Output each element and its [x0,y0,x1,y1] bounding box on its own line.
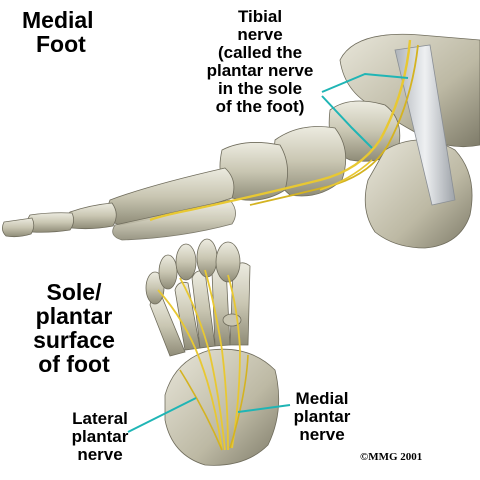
medial-foot-bones [2,33,480,249]
lateral-plantar-leader [127,397,197,433]
sole-title-line: Sole/ [46,279,102,305]
lateral-plantar-nerve-label-line: plantar [71,427,129,446]
medial-plantar-nerve-label: Medial plantar nerve [284,390,360,444]
sole-title: Sole/ plantar surface of foot [24,280,124,377]
sole-title-line: surface [33,327,115,354]
lateral-plantar-nerve-label-line: Lateral [72,409,128,428]
medial-foot-title: Medial Foot [22,8,94,56]
sole-foot-nerves [157,269,249,451]
medial-foot-nerves [149,39,419,222]
medial-plantar-nerve-label-line: Medial [295,389,349,408]
medial-foot-title-line: Foot [36,31,86,58]
copyright-text: ©MMG 2001 [360,451,423,463]
tibial-nerve-label: Tibial nerve (called the plantar nerve i… [200,8,320,116]
sole-foot-bones [145,238,280,466]
tibial-nerve-label-line: plantar nerve [206,61,314,80]
medial-plantar-nerve-label-line: nerve [299,425,345,444]
tibial-nerve-label-line: Tibial [237,7,283,26]
tibial-nerve-label-line: in the sole [217,79,303,98]
tibial-leader-upper [321,72,409,93]
medial-plantar-nerve-label-line: plantar [293,407,351,426]
lateral-plantar-nerve-label: Lateral plantar nerve [62,410,138,464]
sole-title-line: plantar [35,303,113,330]
sole-title-line: of foot [38,351,110,378]
tibial-nerve-label-line: nerve [237,25,283,44]
tibial-nerve-label-line: (called the [217,43,303,62]
tibial-leader-lower [321,95,373,149]
medial-plantar-leader [237,404,291,413]
medial-foot-title-line: Medial [22,7,94,33]
leader-lines [127,72,409,433]
tibial-nerve-label-line: of the foot) [215,97,305,116]
lateral-plantar-nerve-label-line: nerve [77,445,123,464]
